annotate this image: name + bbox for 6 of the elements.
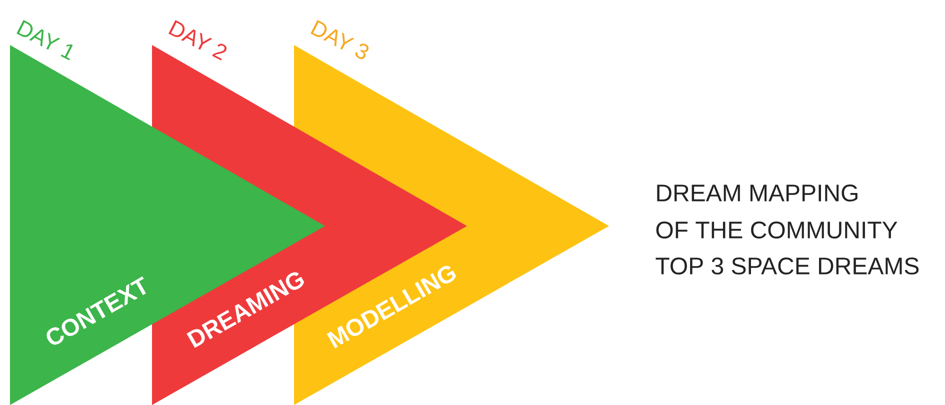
caption-line: TOP 3 SPACE DREAMS bbox=[656, 258, 919, 274]
caption-line: DREAM MAPPING bbox=[657, 184, 858, 202]
day-label: DAY 3 bbox=[310, 20, 369, 60]
day-label: DAY 1 bbox=[16, 20, 73, 60]
day-label: DAY 2 bbox=[168, 20, 227, 60]
caption-line: OF THE COMMUNITY bbox=[656, 222, 898, 238]
